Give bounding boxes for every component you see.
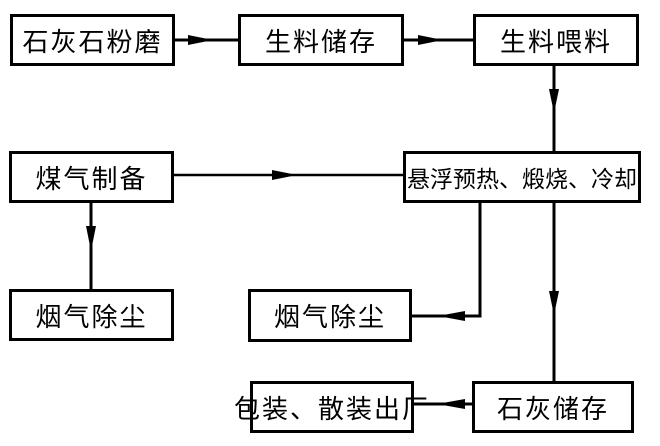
node-flue-gas-dedusting-mid: 烟气除尘 [248, 289, 412, 342]
connector-kiln-to-dedusting [411, 202, 482, 318]
node-raw-meal-feeding: 生料喂料 [473, 14, 639, 66]
arrowhead-down-icon [86, 226, 96, 251]
node-preheat-calcine-cool: 悬浮预热、煅烧、冷却 [403, 151, 641, 203]
arrowhead-right-icon [272, 170, 297, 180]
node-lime-storage: 石灰储存 [472, 381, 634, 433]
arrowhead-left-icon [437, 399, 465, 409]
node-packing-shipping: 包装、散装出厂 [234, 381, 428, 433]
arrowhead-down-icon [549, 89, 559, 113]
node-raw-meal-storage: 生料储存 [238, 14, 404, 66]
arrowhead-right-icon [418, 35, 443, 45]
node-gas-preparation: 煤气制备 [9, 151, 174, 203]
node-flue-gas-dedusting-left: 烟气除尘 [9, 289, 174, 341]
node-limestone-grinding: 石灰石粉磨 [10, 14, 175, 66]
arrowhead-right-icon [188, 35, 213, 45]
arrowhead-left-icon [438, 311, 465, 321]
arrowhead-down-icon [549, 291, 559, 315]
